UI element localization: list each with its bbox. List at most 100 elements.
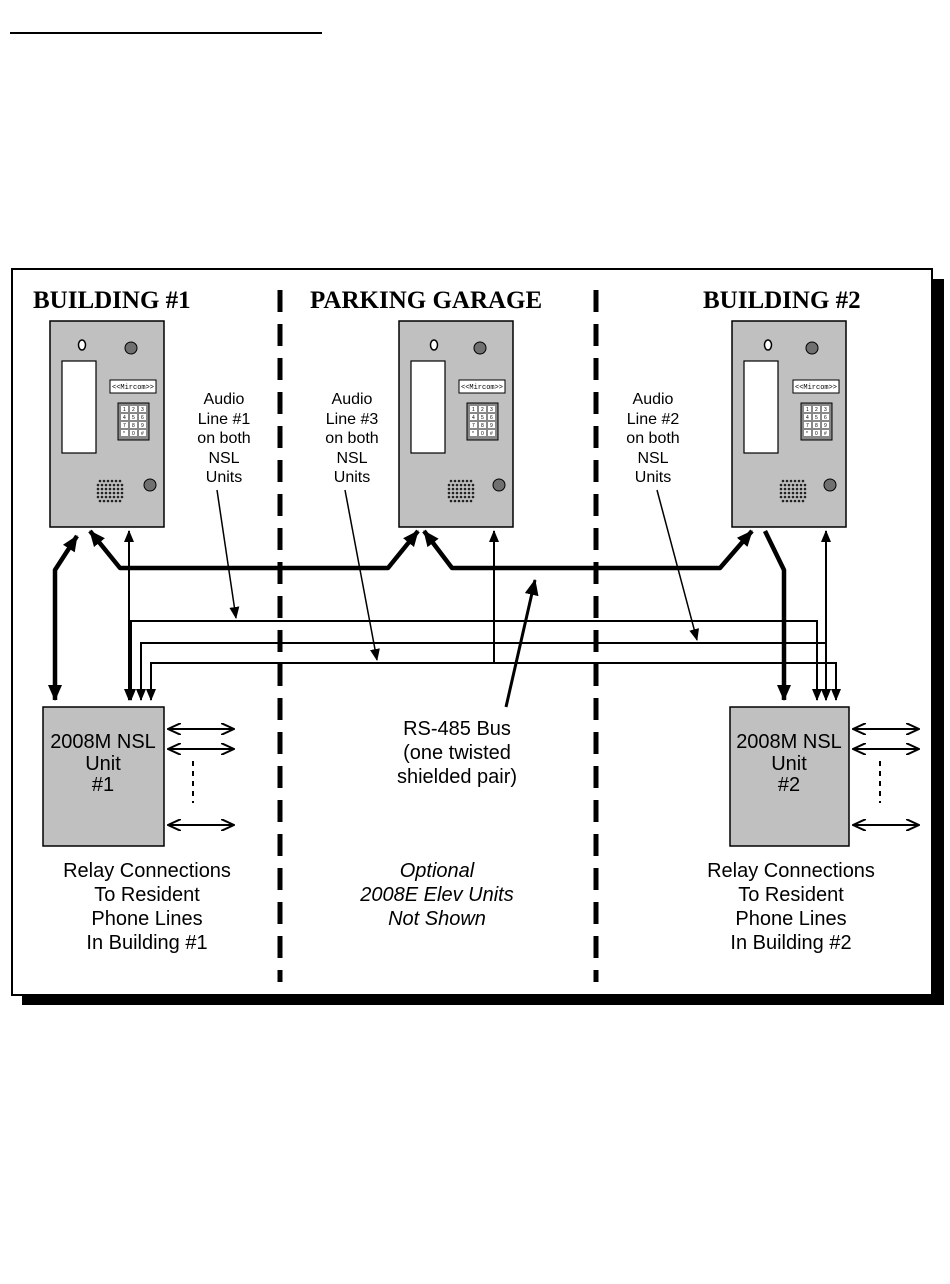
indicator-light-icon: [492, 478, 506, 492]
svg-text:Line #3: Line #3: [326, 411, 379, 428]
indicator-light-icon: [823, 478, 837, 492]
nsl-unit-2: [729, 706, 850, 847]
svg-text:#: #: [141, 431, 144, 437]
panel-display-window: [743, 360, 779, 454]
svg-text:8: 8: [815, 423, 818, 429]
svg-text:Unit: Unit: [85, 753, 121, 775]
bus-callout-pointer: [504, 579, 539, 708]
svg-text:Phone Lines: Phone Lines: [735, 908, 846, 930]
svg-text:1: 1: [472, 407, 475, 413]
camera-icon: [429, 339, 439, 351]
svg-text:NSL: NSL: [208, 450, 239, 467]
svg-text:3: 3: [824, 407, 827, 413]
svg-text:Not Shown: Not Shown: [388, 908, 486, 930]
svg-text:To Resident: To Resident: [738, 884, 844, 906]
svg-text:Line #1: Line #1: [198, 411, 251, 428]
svg-text:6: 6: [141, 415, 144, 421]
camera-icon: [77, 339, 87, 351]
svg-text:on both: on both: [626, 430, 679, 447]
heading-parking-garage: PARKING GARAGE: [310, 287, 542, 314]
nsl-unit-2-label: 2008M NSL Unit #2: [736, 731, 842, 796]
svg-text:To Resident: To Resident: [94, 884, 200, 906]
brand-label: <<Mircom>>: [461, 384, 503, 392]
brand-label: <<Mircom>>: [112, 384, 154, 392]
panel-display-window: [61, 360, 97, 454]
keypad: 1 2 3 4 5 6 7 8 9 * 0 #: [800, 402, 833, 441]
svg-text:Units: Units: [635, 469, 671, 486]
relay-label-building-2: Relay Connections To Resident Phone Line…: [707, 860, 875, 954]
audio-line-3-label: Audio Line #3 on both NSL Units: [325, 391, 378, 486]
svg-text:#2: #2: [778, 774, 800, 796]
svg-text:5: 5: [815, 415, 818, 421]
panel-display-window: [410, 360, 446, 454]
svg-text:4: 4: [472, 415, 475, 421]
svg-text:Audio: Audio: [633, 391, 674, 408]
svg-text:6: 6: [490, 415, 493, 421]
optional-note: Optional 2008E Elev Units Not Shown: [359, 860, 513, 930]
svg-text:4: 4: [806, 415, 809, 421]
svg-text:2008M NSL: 2008M NSL: [736, 731, 842, 753]
svg-text:8: 8: [481, 423, 484, 429]
svg-text:1: 1: [806, 407, 809, 413]
svg-text:2: 2: [132, 407, 135, 413]
relay-arrows-building-1: [168, 729, 234, 825]
svg-text:In Building #2: In Building #2: [730, 932, 851, 954]
rs485-bus: [48, 529, 791, 701]
svg-text:9: 9: [490, 423, 493, 429]
svg-text:2: 2: [481, 407, 484, 413]
svg-text:3: 3: [141, 407, 144, 413]
svg-text:7: 7: [472, 423, 475, 429]
svg-text:Unit: Unit: [771, 753, 807, 775]
audio-line-1-label: Audio Line #1 on both NSL Units: [197, 391, 250, 486]
nsl-unit-1-label: 2008M NSL Unit #1: [50, 731, 156, 796]
svg-text:Relay Connections: Relay Connections: [63, 860, 231, 882]
relay-arrows-building-2: [853, 729, 919, 825]
audio-line-2-label: Audio Line #2 on both NSL Units: [626, 391, 679, 486]
svg-text:on both: on both: [325, 430, 378, 447]
svg-text:NSL: NSL: [637, 450, 668, 467]
svg-text:9: 9: [824, 423, 827, 429]
svg-text:*: *: [123, 431, 125, 437]
svg-text:(one twisted: (one twisted: [403, 742, 511, 764]
indicator-light-icon: [805, 341, 819, 355]
speaker-grille-icon: [447, 479, 475, 503]
svg-text:9: 9: [141, 423, 144, 429]
svg-text:5: 5: [132, 415, 135, 421]
brand-plate: [458, 379, 506, 394]
indicator-light-icon: [124, 341, 138, 355]
svg-text:Units: Units: [206, 469, 242, 486]
heading-building-2: BUILDING #2: [703, 287, 861, 314]
svg-text:3: 3: [490, 407, 493, 413]
heading-building-1: BUILDING #1: [33, 287, 191, 314]
svg-text:RS-485 Bus: RS-485 Bus: [403, 718, 511, 740]
svg-text:*: *: [472, 431, 474, 437]
svg-text:0: 0: [132, 431, 135, 437]
svg-text:5: 5: [481, 415, 484, 421]
relay-label-building-1: Relay Connections To Resident Phone Line…: [63, 860, 231, 954]
svg-text:6: 6: [824, 415, 827, 421]
keypad: 1 2 3 4 5 6 7 8 9 * 0 #: [466, 402, 499, 441]
svg-text:2008M NSL: 2008M NSL: [50, 731, 156, 753]
entry-panel-1: <<Mircom>> 1 2 3 4 5 6 7 8 9 * 0 #: [49, 320, 165, 528]
svg-text:7: 7: [806, 423, 809, 429]
indicator-light-icon: [143, 478, 157, 492]
svg-text:0: 0: [481, 431, 484, 437]
svg-text:8: 8: [132, 423, 135, 429]
svg-text:1: 1: [123, 407, 126, 413]
svg-text:2: 2: [815, 407, 818, 413]
brand-plate: [109, 379, 157, 394]
callout-pointers: [216, 489, 699, 661]
brand-plate: [792, 379, 840, 394]
svg-text:on both: on both: [197, 430, 250, 447]
svg-text:In Building #1: In Building #1: [86, 932, 207, 954]
svg-text:Relay Connections: Relay Connections: [707, 860, 875, 882]
svg-text:0: 0: [815, 431, 818, 437]
svg-text:Line #2: Line #2: [627, 411, 680, 428]
svg-text:Units: Units: [334, 469, 370, 486]
svg-text:4: 4: [123, 415, 126, 421]
speaker-grille-icon: [96, 479, 124, 503]
keypad: 1 2 3 4 5 6 7 8 9 * 0 #: [117, 402, 150, 441]
svg-text:Phone Lines: Phone Lines: [91, 908, 202, 930]
svg-text:Audio: Audio: [204, 391, 245, 408]
